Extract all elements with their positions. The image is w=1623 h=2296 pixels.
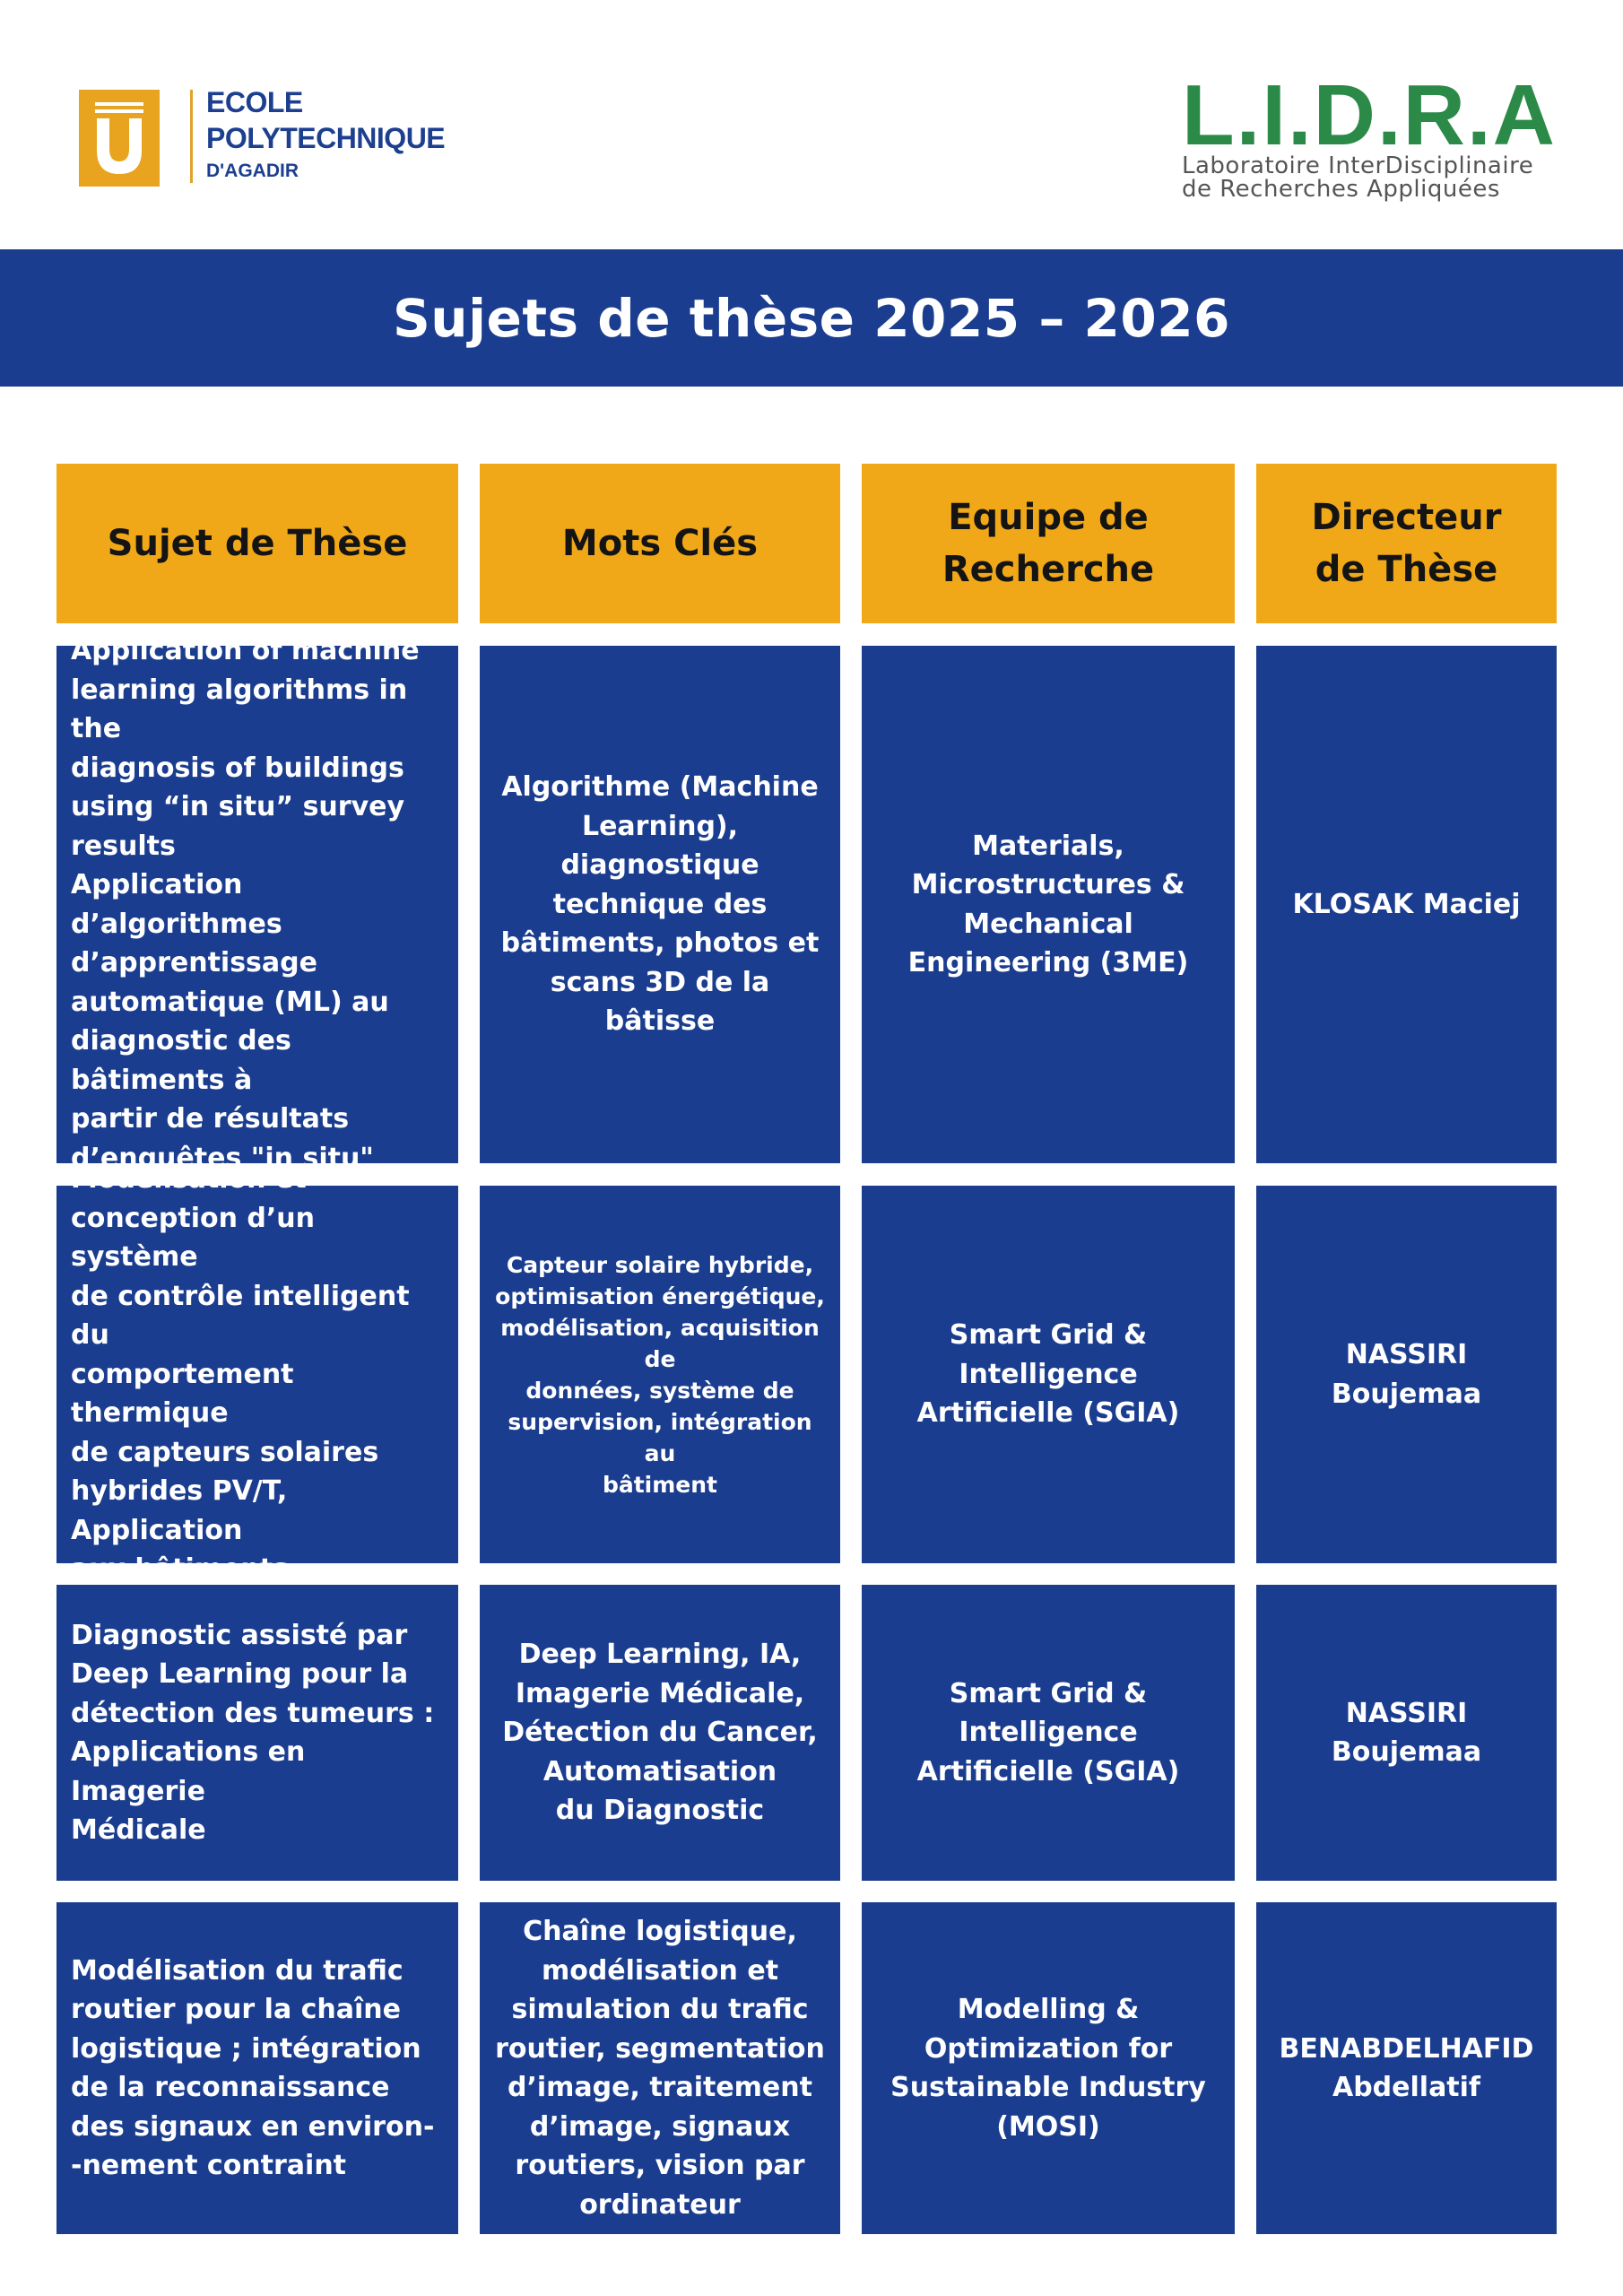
table-row-1-directeur: KLOSAK Maciej bbox=[1256, 646, 1557, 1163]
cell-text: Smart Grid & Intelligence Artificielle (… bbox=[916, 1677, 1180, 1787]
column-header-directeur: Directeur de Thèse bbox=[1256, 464, 1557, 623]
school-name-line3: D'AGADIR bbox=[206, 161, 299, 181]
cell-text: Smart Grid & Intelligence Artificielle (… bbox=[916, 1319, 1180, 1430]
column-header-label: Directeur de Thèse bbox=[1311, 497, 1502, 590]
table-row-1-equipe: Materials, Microstructures & Mechanical … bbox=[862, 646, 1235, 1163]
lidra-logo: L.I.D.R.A Laboratoire InterDisciplinaire… bbox=[1182, 67, 1558, 203]
cell-text: Diagnostic assisté par Deep Learning pou… bbox=[71, 1619, 435, 1847]
table-row-2-mots-cles: Capteur solaire hybride, optimisation én… bbox=[480, 1186, 840, 1563]
title-banner: Sujets de thèse 2025 – 2026 bbox=[0, 249, 1623, 387]
column-header-label: Mots Clés bbox=[561, 523, 759, 564]
cell-text: Algorithme (Machine Learning), diagnosti… bbox=[500, 771, 820, 1038]
table-row-2-directeur: NASSIRI Boujemaa bbox=[1256, 1186, 1557, 1563]
cell-text: Application of machine learning algorith… bbox=[71, 635, 420, 1174]
cell-text: BENABDELHAFID Abdellatif bbox=[1279, 2032, 1534, 2104]
cell-text: Chaîne logistique, modélisation et simul… bbox=[495, 1916, 825, 2221]
school-name: ECOLE POLYTECHNIQUE D'AGADIR bbox=[206, 84, 446, 187]
cell-text: Capteur solaire hybride, optimisation én… bbox=[495, 1251, 825, 1498]
table-row-4-mots-cles: Chaîne logistique, modélisation et simul… bbox=[480, 1902, 840, 2234]
table-row-3-mots-cles: Deep Learning, IA, Imagerie Médicale, Dé… bbox=[480, 1585, 840, 1881]
cell-text: NASSIRI Boujemaa bbox=[1331, 1697, 1482, 1769]
column-header-sujet: Sujet de Thèse bbox=[56, 464, 458, 623]
table-row-4-directeur: BENABDELHAFID Abdellatif bbox=[1256, 1902, 1557, 2234]
column-header-mots-cles: Mots Clés bbox=[480, 464, 840, 623]
cell-text: Modélisation et conception d’un système … bbox=[71, 1163, 410, 1586]
cell-text: Modelling & Optimization for Sustainable… bbox=[890, 1994, 1206, 2143]
logo-divider bbox=[190, 90, 193, 183]
cell-text: Deep Learning, IA, Imagerie Médicale, Dé… bbox=[502, 1639, 818, 1827]
u-logo-icon bbox=[79, 90, 160, 187]
ecole-polytechnique-logo: ECOLE POLYTECHNIQUE D'AGADIR bbox=[79, 84, 456, 192]
table-row-4-equipe: Modelling & Optimization for Sustainable… bbox=[862, 1902, 1235, 2234]
lidra-subtitle-line2: de Recherches Appliquées bbox=[1182, 176, 1500, 203]
cell-text: Materials, Microstructures & Mechanical … bbox=[907, 830, 1189, 979]
table-row-2-equipe: Smart Grid & Intelligence Artificielle (… bbox=[862, 1186, 1235, 1563]
table-row-3-sujet: Diagnostic assisté par Deep Learning pou… bbox=[56, 1585, 458, 1881]
column-header-equipe: Equipe de Recherche bbox=[862, 464, 1235, 623]
cell-text: Modélisation du trafic routier pour la c… bbox=[71, 1954, 435, 2182]
table-row-3-equipe: Smart Grid & Intelligence Artificielle (… bbox=[862, 1585, 1235, 1881]
lidra-logo-mark: L.I.D.R.A bbox=[1182, 67, 1557, 163]
lidra-subtitle-line1: Laboratoire InterDisciplinaire bbox=[1182, 152, 1534, 179]
table-row-3-directeur: NASSIRI Boujemaa bbox=[1256, 1585, 1557, 1881]
table-row-4-sujet: Modélisation du trafic routier pour la c… bbox=[56, 1902, 458, 2234]
school-name-line1: ECOLE bbox=[206, 86, 303, 118]
column-header-label: Sujet de Thèse bbox=[107, 523, 408, 564]
page-title: Sujets de thèse 2025 – 2026 bbox=[393, 287, 1230, 349]
column-header-label: Equipe de Recherche bbox=[942, 497, 1155, 590]
cell-text: NASSIRI Boujemaa bbox=[1331, 1339, 1482, 1410]
school-name-line2: POLYTECHNIQUE bbox=[206, 122, 446, 154]
table-row-1-sujet: Application of machine learning algorith… bbox=[56, 635, 458, 1174]
table-row-1-mots-cles: Algorithme (Machine Learning), diagnosti… bbox=[480, 646, 840, 1163]
table-row-2-sujet: Modélisation et conception d’un système … bbox=[56, 1163, 458, 1585]
cell-text: KLOSAK Maciej bbox=[1292, 888, 1521, 920]
